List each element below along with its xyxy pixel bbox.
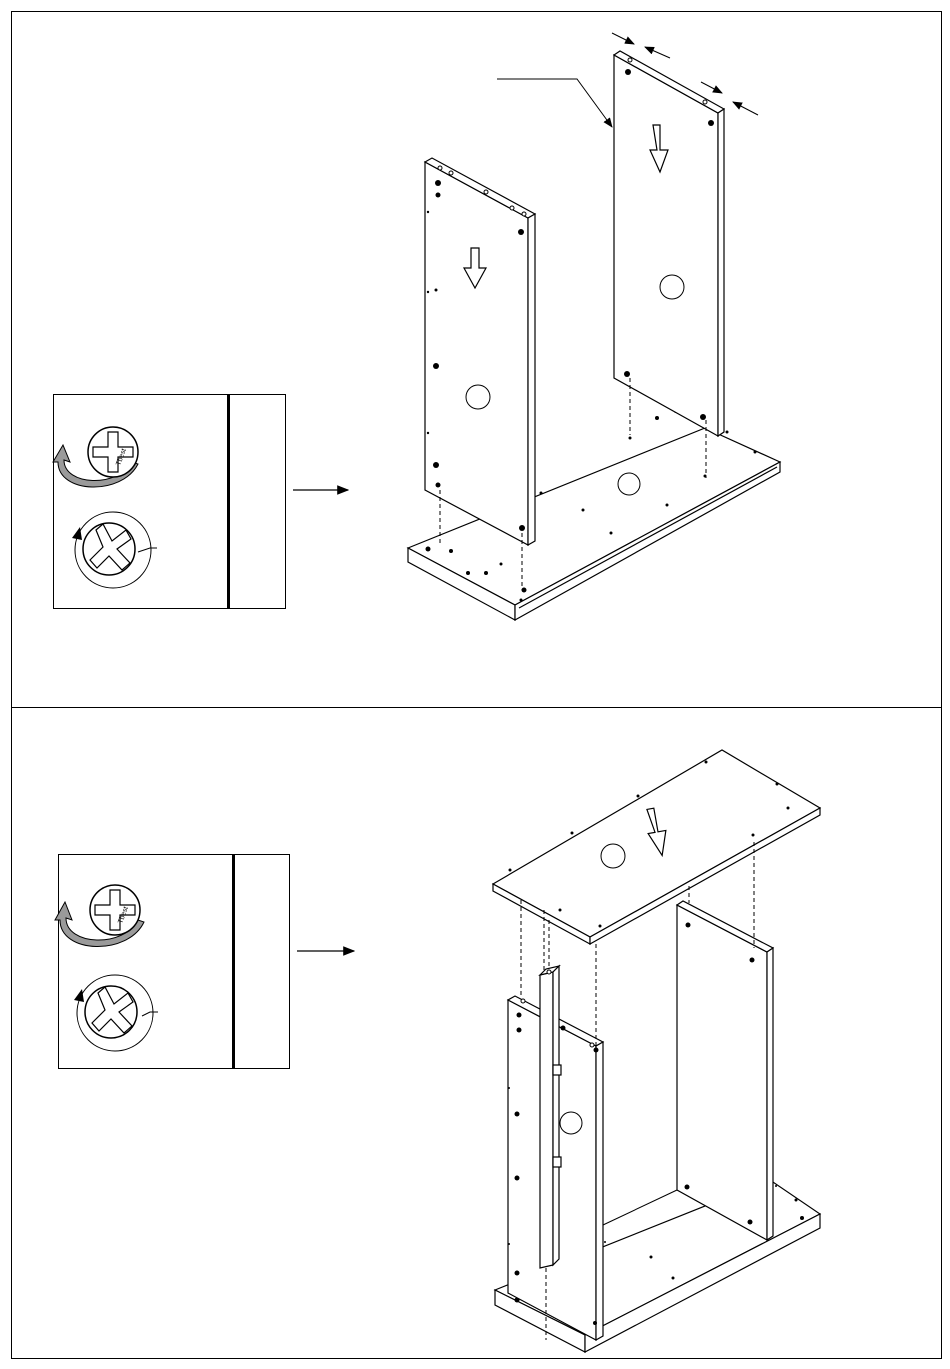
side-panel-left <box>425 158 535 545</box>
rail-panel <box>540 966 561 1268</box>
screw-tighten-icon: Tbest <box>55 885 144 947</box>
cam-lock-hole <box>618 473 640 495</box>
screw-loosen-icon <box>72 512 157 588</box>
screw-loosen-icon <box>74 975 158 1051</box>
dimension-arrow <box>612 33 634 44</box>
dimension-arrow <box>733 102 758 115</box>
screw-tighten-icon: Tbest <box>53 427 138 487</box>
dimension-arrow <box>701 82 722 93</box>
side-panel-right <box>677 901 773 1240</box>
callout-leader <box>497 79 612 127</box>
dimension-arrow <box>645 47 670 58</box>
